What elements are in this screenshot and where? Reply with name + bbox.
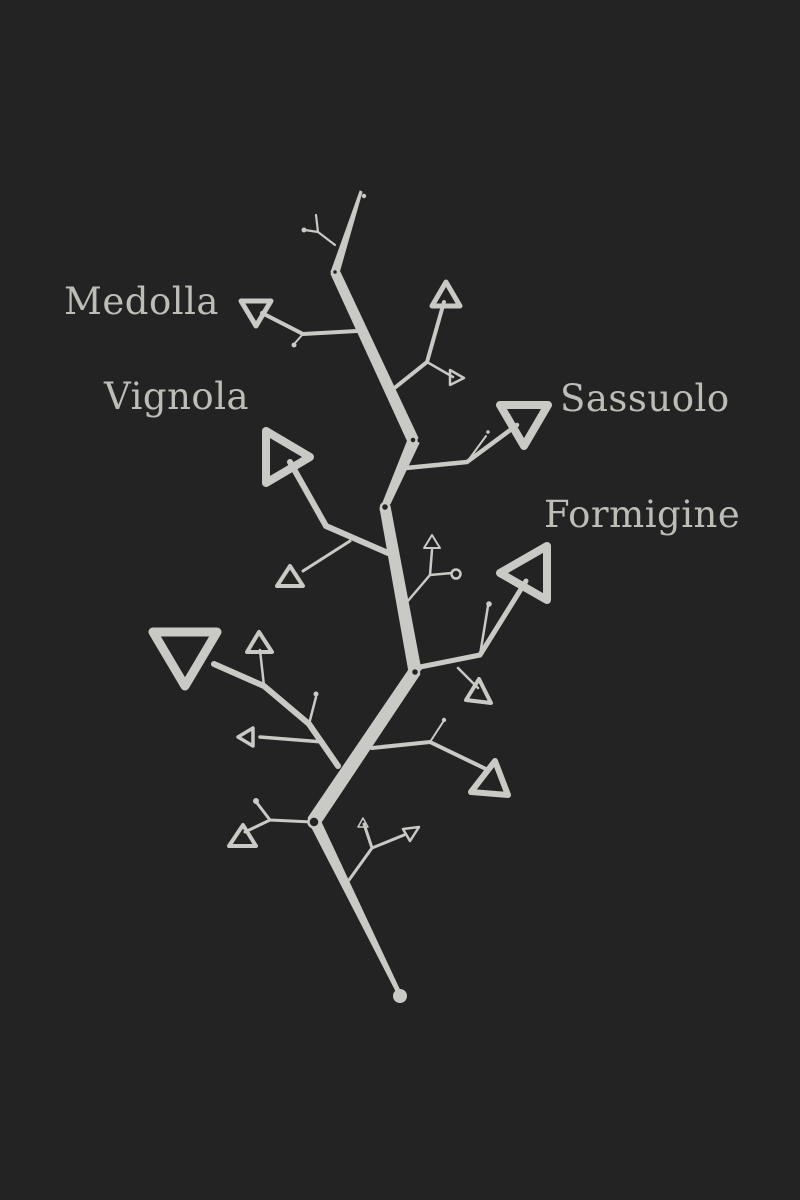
tip-dot: [361, 193, 367, 199]
triangle-marker: [464, 677, 493, 705]
trunk-segment: [330, 271, 419, 443]
branch-lower-left: [243, 801, 314, 834]
tip-dot: [486, 430, 490, 434]
branch-lower-right: [370, 740, 490, 772]
label-vignola: Vignola: [104, 375, 250, 418]
branch-medolla-twig: [294, 333, 304, 344]
triangle-marker: [148, 627, 222, 691]
triangle-marker-sassuolo: [496, 401, 552, 450]
branch-left-big-twig: [258, 648, 318, 726]
branch-formigine: [412, 578, 529, 671]
triangle-marker: [245, 630, 274, 654]
trunk-top-spike: [330, 190, 363, 274]
triangle-marker: [429, 279, 463, 309]
tip-dot: [291, 342, 297, 348]
tip-dot: [486, 601, 492, 607]
branch-medolla: [260, 311, 359, 336]
joint-ring: [330, 267, 340, 277]
triangle-marker: [401, 825, 421, 843]
triangle-marker-formigine: [496, 542, 551, 604]
root-dot: [393, 989, 407, 1003]
triangle-marker: [468, 758, 511, 798]
triangle-marker: [448, 368, 466, 387]
triangle-marker: [236, 726, 255, 748]
joint-ring: [379, 501, 391, 513]
triangle-marker: [227, 823, 258, 848]
triangle-marker: [357, 817, 369, 828]
joint-ring: [307, 815, 321, 829]
branch-upper-right-twig: [425, 360, 455, 379]
branch-lower-right-twig: [429, 721, 444, 743]
trunk-segment: [379, 436, 420, 511]
branch-left-big: [211, 661, 341, 769]
trunk-root-spike: [308, 821, 403, 996]
branch-network: [148, 190, 552, 996]
tip-dot: [301, 227, 307, 233]
tip-dot: [313, 691, 319, 697]
branch-sassuolo: [403, 422, 520, 471]
branch-upper-right: [390, 300, 446, 392]
joint-rings: [307, 267, 462, 829]
branch-top-left-twig: [303, 213, 337, 247]
joint-ring-open: [450, 568, 462, 580]
joint-ring: [408, 435, 418, 445]
triangle-marker: [423, 534, 441, 549]
tip-dots: [253, 193, 492, 1003]
branch-lower-mid: [347, 822, 406, 882]
branch-vignola: [287, 459, 391, 556]
tip-dot: [253, 798, 259, 804]
label-medolla: Medolla: [64, 280, 219, 323]
tip-dot: [441, 717, 447, 723]
triangle-marker: [275, 564, 305, 588]
joint-ring: [409, 666, 421, 678]
label-formigine: Formigine: [544, 493, 741, 536]
branch-sassuolo-twig: [466, 435, 487, 463]
trunk-segment: [379, 505, 422, 673]
branch-left-mid: [258, 735, 325, 744]
triangle-marker-vignola: [262, 427, 314, 487]
triangle-marker-medolla: [238, 298, 274, 329]
branch-mid-right: [405, 548, 454, 604]
label-sassuolo: Sassuolo: [560, 377, 730, 420]
branch-vignola-lower: [301, 539, 352, 573]
